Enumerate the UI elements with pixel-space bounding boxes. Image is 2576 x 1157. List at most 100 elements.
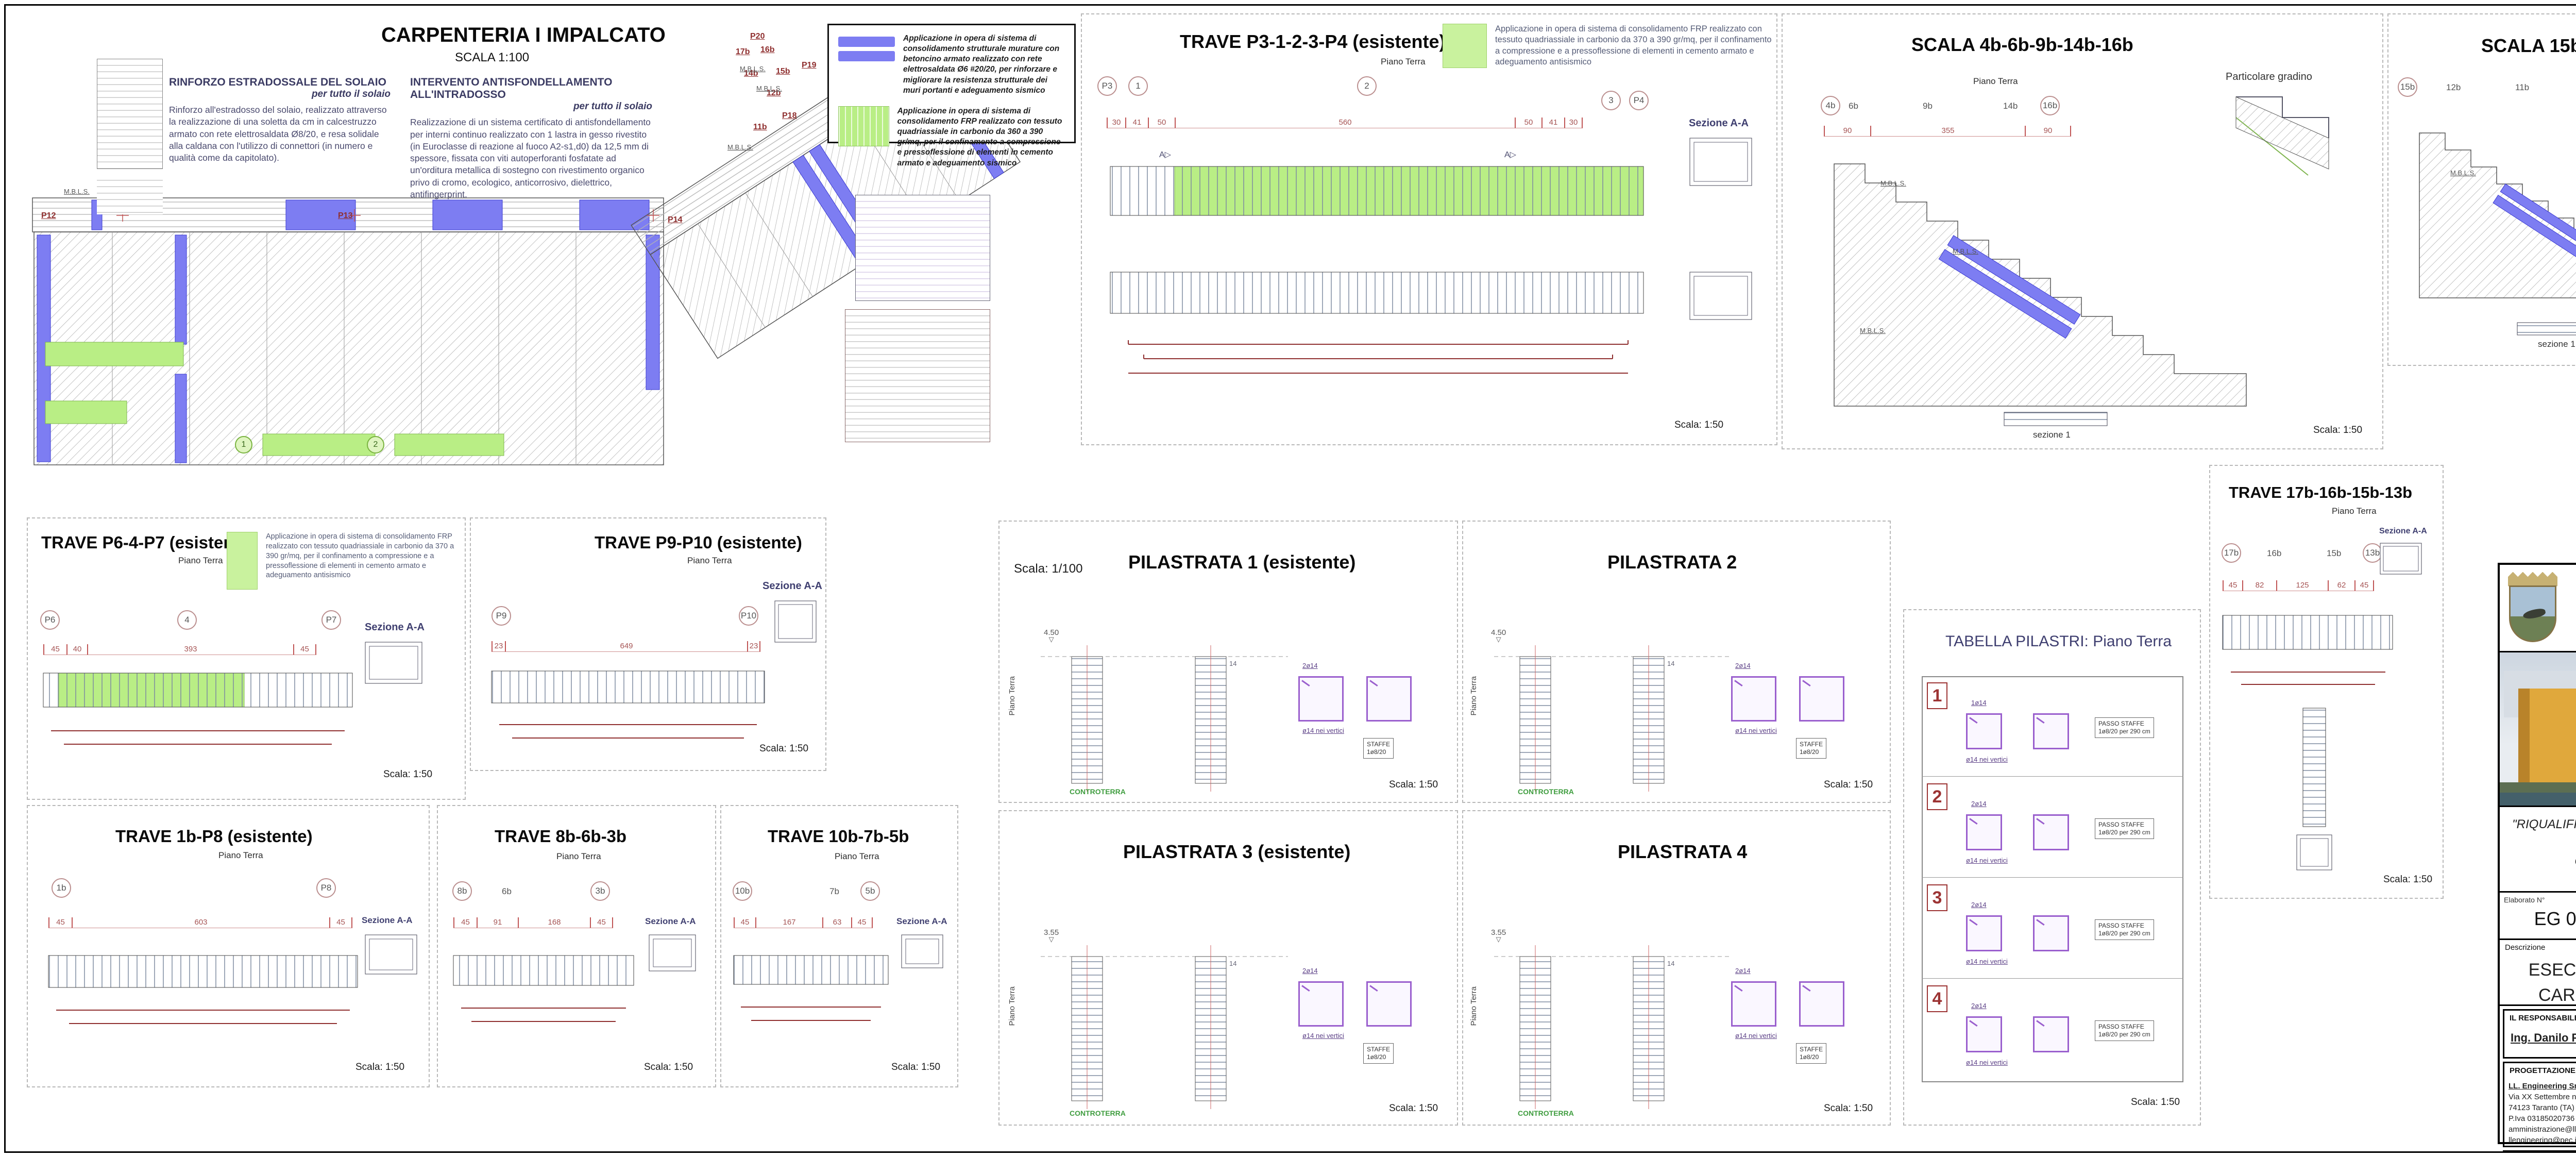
beam-schedule-notes bbox=[97, 174, 163, 214]
marker-1b: 1b bbox=[52, 878, 71, 898]
pil2-section-1 bbox=[1731, 676, 1776, 722]
trave-8b-drawing bbox=[453, 934, 696, 1022]
plan-label-12b: 12b bbox=[767, 89, 781, 97]
scala4-particolare-label: Particolare gradino bbox=[2226, 71, 2312, 82]
elaborato-cell: Elaborato N° EG 03B bbox=[2500, 893, 2576, 938]
trave-1b-sezione-label: Sezione A-A bbox=[362, 915, 413, 925]
tabella-row2-section2 bbox=[2033, 814, 2069, 850]
panel-tabella-pilastri: TABELLA PILASTRI: Piano Terra 1 1ø14 ø14… bbox=[1903, 609, 2201, 1126]
marker-15b2: 15b bbox=[2327, 548, 2342, 558]
trave-p6-scale: Scala: 1:50 bbox=[383, 769, 433, 780]
trave-p6-title: TRAVE P6-4-P7 (esistente) bbox=[41, 533, 255, 552]
pil3-title: PILASTRATA 3 (esistente) bbox=[1123, 841, 1351, 862]
trave-1b-title: TRAVE 1b-P8 (esistente) bbox=[115, 827, 313, 846]
pil4-vertici-label: ø14 nei vertici bbox=[1735, 1032, 1777, 1039]
tabella-row3-section2 bbox=[2033, 915, 2069, 951]
pil2-controterra: CONTROTERRA bbox=[1518, 787, 1574, 796]
marker-p4: P4 bbox=[1629, 91, 1649, 110]
plan-label-mbls-1: M.B.L.S. bbox=[740, 65, 766, 73]
green-swatch-icon bbox=[838, 106, 889, 146]
legend-item-betoncino: Applicazione in opera di sistema di cons… bbox=[838, 33, 1065, 96]
tabella-row1-vertici: ø14 nei vertici bbox=[1966, 756, 2008, 763]
legend-box: Applicazione in opera di sistema di cons… bbox=[827, 24, 1076, 167]
tabella-row1-bars: 1ø14 bbox=[1971, 699, 1987, 707]
marker-15b: 15b bbox=[2398, 77, 2417, 97]
trave-p9-scale: Scala: 1:50 bbox=[759, 743, 809, 754]
pil4-level-mark: 3.55▽ bbox=[1491, 928, 1506, 943]
panel-pilastrata-2: PILASTRATA 2 4.50▽ Piano Terra 14 2ø14 ø… bbox=[1462, 521, 1891, 803]
pil1-level-mark: 4.50▽ bbox=[1044, 628, 1059, 643]
pil1-vertici-label: ø14 nei vertici bbox=[1302, 727, 1344, 734]
pil3-controterra: CONTROTERRA bbox=[1070, 1109, 1126, 1117]
note-antisf-title: INTERVENTO ANTISFONDELLAMENTO ALL'INTRAD… bbox=[410, 76, 613, 101]
trave17-drawing bbox=[2222, 543, 2422, 870]
plan-label-mbls-4: M.B.L.S. bbox=[64, 188, 90, 195]
note-rinforzo-title: RINFORZO ESTRADOSSALE DEL SOLAIO bbox=[169, 76, 386, 88]
pil1-n14: 14 bbox=[1229, 660, 1237, 667]
pil2-level-mark: 4.50▽ bbox=[1491, 628, 1506, 643]
station-label: Stazione appaltante bbox=[2565, 570, 2576, 582]
trave-p3-sub: Piano Terra bbox=[1381, 57, 1426, 66]
plan-label-p20: P20 bbox=[750, 32, 765, 41]
render-water-band bbox=[2500, 793, 2576, 806]
marker-3: 3 bbox=[1601, 91, 1621, 110]
tabella-row1-number: 1 bbox=[1927, 682, 1947, 709]
firm-piva: P.Iva 03185020736 bbox=[2509, 1114, 2575, 1123]
disclaimer-text: Il presente elaborato è opera dell'ingeg… bbox=[2503, 1152, 2576, 1157]
trave-10b-drawing bbox=[733, 934, 943, 1021]
trave17-title: TRAVE 17b-16b-15b-13b bbox=[2229, 483, 2413, 501]
firm-addr1: Via XX Settembre n°9 bbox=[2509, 1093, 2576, 1101]
panel-trave-p9: TRAVE P9-P10 (esistente) Piano Terra P9 … bbox=[470, 517, 826, 771]
panel-scala-4b: SCALA 4b-6b-9b-14b-16b Piano Terra 4b 6b… bbox=[1782, 13, 2383, 449]
marker-p10: P10 bbox=[739, 606, 758, 626]
trave17-sub: Piano Terra bbox=[2332, 506, 2377, 516]
panel-trave-p3: TRAVE P3-1-2-3-P4 (esistente) Piano Terr… bbox=[1081, 13, 1777, 445]
title-block: Stazione appaltante COMUNE DI MARTIGNANO… bbox=[2498, 563, 2576, 1157]
tabella-row1-section2 bbox=[2033, 713, 2069, 749]
plan-label-15b: 15b bbox=[776, 67, 790, 76]
provincia-name: Provincia di Lecce bbox=[2565, 628, 2576, 646]
pil2-title: PILASTRATA 2 bbox=[1607, 551, 1737, 573]
title-block-meta-row: Elaborato N° EG 03B Scala 1:20/50/100 Da… bbox=[2500, 893, 2576, 940]
title-block-progettazione: PROGETTAZIONE LL. Engineering Srls Via X… bbox=[2503, 1062, 2576, 1147]
scala15-mbls: M.B.L.S. bbox=[2450, 169, 2476, 177]
legend-green-text: Applicazione in opera di sistema di cons… bbox=[897, 106, 1062, 167]
marker-4: 4 bbox=[177, 610, 197, 630]
plan-label-17b: 17b bbox=[736, 47, 750, 56]
trave-p9-sub: Piano Terra bbox=[687, 556, 732, 565]
responsabile-label: IL RESPONSABILE DEL PROCEDIMENTO bbox=[2510, 1014, 2576, 1022]
note-rinforzo-body: Rinforzo all'estradosso del solaio, real… bbox=[169, 105, 387, 163]
pil4-controterra: CONTROTERRA bbox=[1518, 1109, 1574, 1117]
descrizione-label: Descrizione bbox=[2505, 943, 2546, 952]
plan-label-mbls-3: M.B.L.S. bbox=[727, 143, 753, 151]
marker-12b: 12b bbox=[2446, 82, 2461, 92]
marker-8b: 8b bbox=[452, 881, 472, 901]
scala15-sezione1-label: sezione 1 bbox=[2538, 339, 2575, 349]
pil3-drawing bbox=[1041, 945, 1288, 1109]
project-title-line2: DELLA SCUOLA DELL'INFANZIA" bbox=[2504, 834, 2576, 852]
panel-pilastrata-1: Scala: 1/100 PILASTRATA 1 (esistente) 4.… bbox=[998, 521, 1458, 803]
pil4-section-1 bbox=[1731, 981, 1776, 1027]
tabella-row3-bars: 2ø14 bbox=[1971, 901, 1987, 909]
scala15-title: SCALA 15b-12b-11b-7b bbox=[2481, 35, 2576, 56]
trave-p6-sezione-label: Sezione A-A bbox=[365, 622, 425, 633]
marker-6b: 6b bbox=[1849, 101, 1858, 111]
elaborato-value: EG 03B bbox=[2534, 908, 2576, 929]
pil1-section-1 bbox=[1298, 676, 1344, 722]
title-block-description: Descrizione ESECUTIVI STRUTTURALI - I IM… bbox=[2500, 940, 2576, 1006]
trave17-sezione-label: Sezione A-A bbox=[2379, 527, 2427, 535]
tabella-row3-vertici: ø14 nei vertici bbox=[1966, 958, 2008, 965]
trave-8b-sub: Piano Terra bbox=[556, 851, 601, 861]
legend-blue-text: Applicazione in opera di sistema di cons… bbox=[903, 34, 1060, 95]
title-block-responsabile: IL RESPONSABILE DEL PROCEDIMENTO Ing. Da… bbox=[2503, 1009, 2576, 1059]
panel-pilastrata-3: PILASTRATA 3 (esistente) 3.55▽ Piano Ter… bbox=[998, 810, 1458, 1126]
summary-table-bottom bbox=[845, 309, 990, 442]
section-cut-a1: A▷ bbox=[1159, 150, 1171, 159]
